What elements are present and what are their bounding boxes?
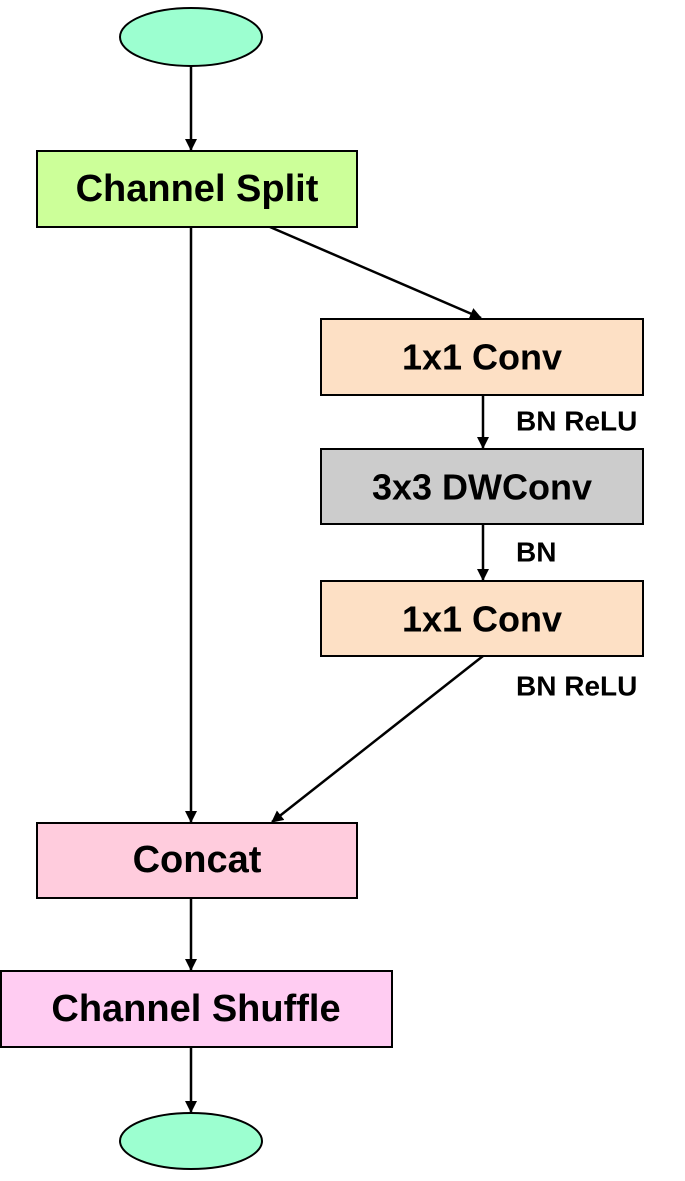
dwconv-label: 3x3 DWConv [372,467,592,508]
channel-split-box [36,150,358,228]
conv2-label: 1x1 Conv [402,599,562,640]
edge-conv2-to-concat [271,655,484,823]
dwconv-box [320,448,644,525]
channel-shuffle-label: Channel Shuffle [51,988,340,1030]
edge-split-to-conv1 [269,225,482,320]
conv2-box [320,580,644,657]
start-terminal [119,7,263,67]
channel-shuffle-box [0,970,393,1048]
conv1-box [320,318,644,396]
end-terminal [119,1112,263,1170]
edge-label-after-dwconv: BN [516,537,556,568]
conv1-label: 1x1 Conv [402,337,562,378]
concat-label: Concat [133,839,262,881]
channel-split-label: Channel Split [76,168,319,210]
edge-label-after-conv1: BN ReLU [516,406,637,437]
concat-box [36,822,358,899]
edge-label-after-conv2: BN ReLU [516,671,637,702]
